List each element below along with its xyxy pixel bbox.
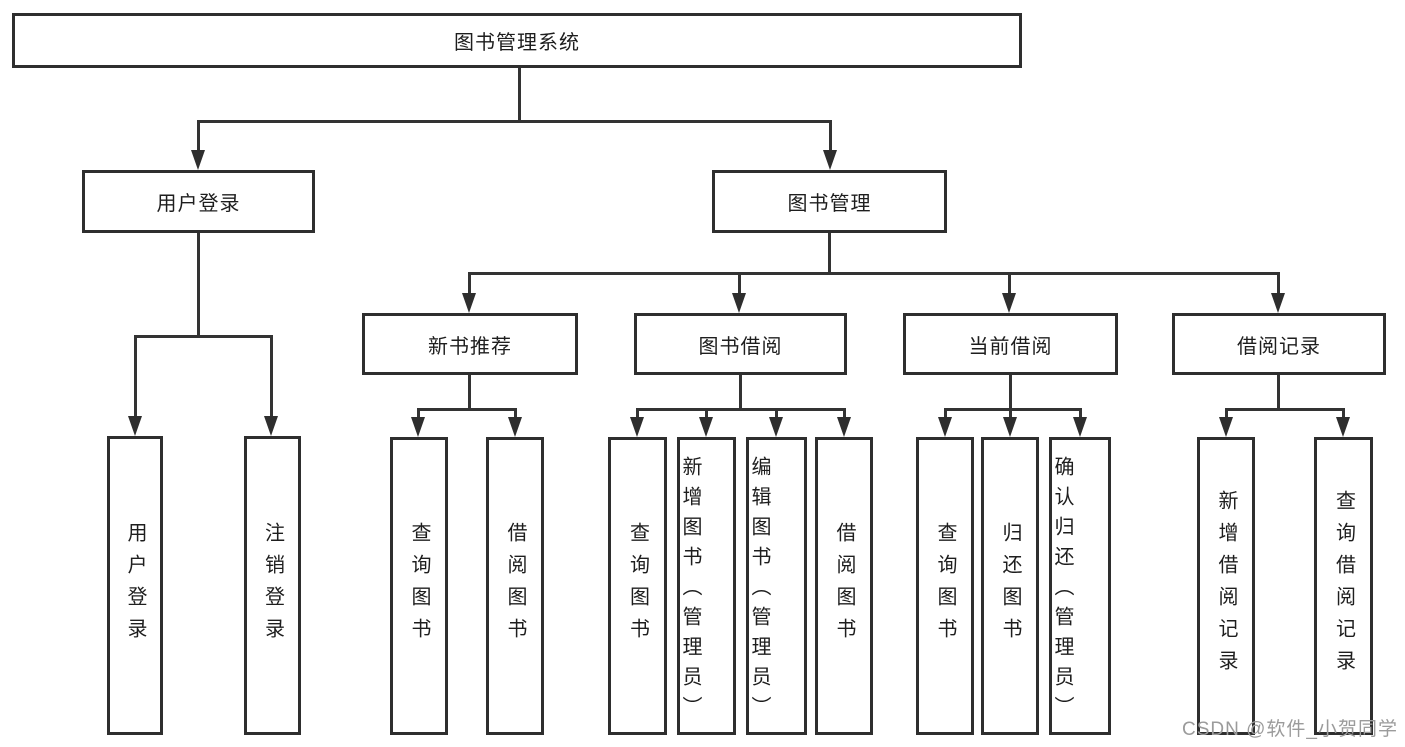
csdn-watermark: CSDN @软件_小贺同学 [1182,719,1398,740]
connector-line [738,272,741,295]
node-bb-add-books-admin-label: 新增图书（管理员） [679,456,701,726]
node-nb-query-books: 查询图书 [390,437,448,735]
connector-line [1079,408,1082,419]
connector-line [944,408,947,419]
node-br-add-record: 新增借阅记录 [1197,437,1255,735]
node-logout-leaf: 注销登录 [244,436,301,735]
node-book-management: 图书管理 [712,170,947,233]
node-logout-leaf-label: 注销登录 [261,521,284,650]
node-bb-query-books-label: 查询图书 [626,522,649,650]
connector-line [197,120,200,152]
node-cb-return-books-label: 归还图书 [999,522,1021,650]
connector-line [468,272,471,295]
arrow-down-icon [411,417,425,437]
node-br-query-record-label: 查询借阅记录 [1332,490,1355,682]
node-nb-query-books-label: 查询图书 [408,522,430,650]
node-cb-return-books: 归还图书 [981,437,1039,735]
connector-line [197,233,200,335]
connector-line [518,68,521,120]
arrow-down-icon [1003,417,1017,437]
node-bb-borrow-books-label: 借阅图书 [833,522,855,650]
connector-line [1277,375,1280,408]
node-user-login: 用户登录 [82,170,315,233]
arrow-down-icon [837,417,851,437]
node-cb-confirm-return-admin: 确认归还（管理员） [1049,437,1111,735]
node-current-borrow: 当前借阅 [903,313,1118,375]
connector-line [1277,272,1280,295]
node-user-login-leaf: 用户登录 [107,436,163,735]
connector-line [1342,408,1345,419]
arrow-down-icon [1271,293,1285,313]
connector-line [828,233,831,272]
node-new-book-recommend: 新书推荐 [362,313,578,375]
node-book-management-label: 图书管理 [787,193,872,215]
node-bb-query-books: 查询图书 [608,437,667,735]
arrow-down-icon [128,416,142,436]
node-cb-confirm-return-admin-label: 确认归还（管理员） [1051,456,1073,726]
connector-line [829,120,832,152]
node-cb-query-books: 查询图书 [916,437,974,735]
connector-line [197,120,832,123]
node-root-system-label: 图书管理系统 [454,32,580,54]
node-root-system: 图书管理系统 [12,13,1022,68]
node-bb-edit-books-admin: 编辑图书（管理员） [746,437,807,735]
connector-line [739,375,742,408]
arrow-down-icon [769,417,783,437]
connector-line [1009,375,1012,408]
arrow-down-icon [264,416,278,436]
arrow-down-icon [1002,293,1016,313]
connector-line [417,408,517,411]
connector-line [134,335,273,338]
connector-line [843,408,846,419]
node-bb-edit-books-admin-label: 编辑图书（管理员） [748,456,770,726]
node-book-borrow: 图书借阅 [634,313,847,375]
node-nb-borrow-books: 借阅图书 [486,437,544,735]
node-cb-query-books-label: 查询图书 [934,522,956,650]
arrow-down-icon [1073,417,1087,437]
arrow-down-icon [191,150,205,170]
connector-line [636,408,639,419]
arrow-down-icon [462,293,476,313]
node-br-add-record-label: 新增借阅记录 [1215,490,1237,682]
node-new-book-recommend-label: 新书推荐 [428,335,512,358]
connector-line [1008,272,1011,295]
node-user-login-leaf-label: 用户登录 [124,521,146,650]
connector-line [1009,408,1012,419]
connector-line [636,408,845,411]
connector-line [514,408,517,419]
arrow-down-icon [823,150,837,170]
connector-line [775,408,778,419]
node-borrow-record-label: 借阅记录 [1237,335,1321,358]
connector-line [705,408,708,419]
node-nb-borrow-books-label: 借阅图书 [504,522,526,650]
connector-line [1225,408,1344,411]
node-current-borrow-label: 当前借阅 [968,335,1053,358]
arrow-down-icon [732,293,746,313]
arrow-down-icon [1336,417,1350,437]
node-br-query-record: 查询借阅记录 [1314,437,1373,735]
connector-line [468,375,471,408]
connector-line [134,335,137,418]
node-bb-borrow-books: 借阅图书 [815,437,873,735]
connector-line [944,408,1082,411]
connector-line [417,408,420,419]
node-user-login-label: 用户登录 [156,193,241,215]
arrow-down-icon [630,417,644,437]
arrow-down-icon [1219,417,1233,437]
node-book-borrow-label: 图书借阅 [698,335,783,358]
node-borrow-record: 借阅记录 [1172,313,1386,375]
arrow-down-icon [508,417,522,437]
node-bb-add-books-admin: 新增图书（管理员） [677,437,736,735]
connector-line [468,272,1280,275]
connector-line [1225,408,1228,419]
arrow-down-icon [938,417,952,437]
connector-line [270,335,273,418]
arrow-down-icon [699,417,713,437]
